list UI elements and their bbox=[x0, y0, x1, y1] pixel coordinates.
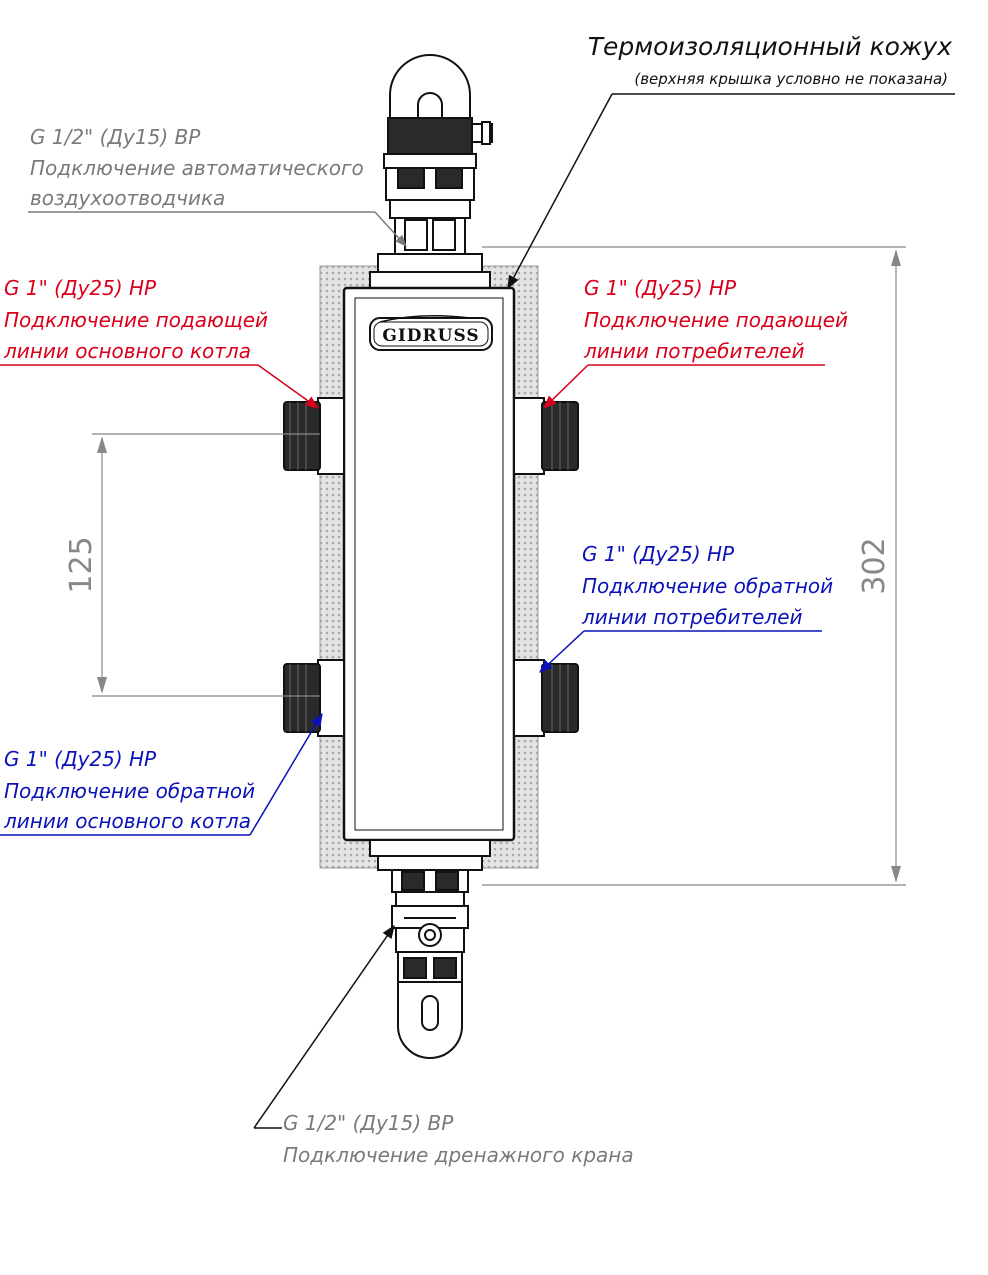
boiler-supply-thread: G 1" (Ду25) НР bbox=[4, 276, 157, 300]
logo-text: GIDRUSS bbox=[382, 326, 479, 346]
boiler-supply-line2: линии основного котла bbox=[3, 339, 251, 363]
dimension-302 bbox=[482, 246, 906, 886]
consumer-supply-thread: G 1" (Ду25) НР bbox=[584, 276, 737, 300]
consumer-supply-port bbox=[513, 397, 579, 475]
boiler-supply-callout bbox=[0, 364, 320, 409]
air-vent-line1: Подключение автоматического bbox=[30, 156, 364, 180]
air-vent-assembly bbox=[369, 54, 493, 289]
drain-line1: Подключение дренажного крана bbox=[283, 1143, 634, 1167]
air-vent-line2: воздухоотводчика bbox=[30, 186, 225, 210]
separator-body bbox=[342, 286, 516, 842]
boiler-return-line2: линии основного котла bbox=[3, 809, 251, 833]
insulation-cover-callout bbox=[507, 93, 955, 290]
air-vent-callout bbox=[28, 211, 407, 247]
dimension-125-label: 125 bbox=[64, 536, 99, 593]
dimension-302-label: 302 bbox=[857, 537, 892, 594]
drain-callout bbox=[253, 924, 395, 1129]
consumer-supply-line2: линии потребителей bbox=[583, 339, 805, 363]
consumer-return-line2: линии потребителей bbox=[581, 605, 803, 629]
drain-valve-assembly bbox=[369, 839, 491, 1059]
air-vent-thread: G 1/2" (Ду15) ВР bbox=[30, 125, 201, 149]
insulation-cover-note: (верхняя крышка условно не показана) bbox=[634, 70, 948, 88]
gidruss-logo: GIDRUSS bbox=[369, 315, 493, 351]
consumer-return-callout bbox=[539, 630, 822, 673]
boiler-return-callout bbox=[0, 712, 323, 836]
consumer-return-port bbox=[513, 659, 579, 737]
boiler-return-line1: Подключение обратной bbox=[4, 779, 255, 803]
consumer-supply-callout bbox=[543, 364, 825, 409]
boiler-return-thread: G 1" (Ду25) НР bbox=[4, 747, 157, 771]
dimension-125 bbox=[92, 433, 320, 697]
consumer-return-line1: Подключение обратной bbox=[582, 574, 833, 598]
boiler-supply-port bbox=[283, 397, 345, 475]
boiler-supply-line1: Подключение подающей bbox=[4, 308, 268, 332]
consumer-return-thread: G 1" (Ду25) НР bbox=[582, 542, 735, 566]
drain-thread: G 1/2" (Ду15) ВР bbox=[283, 1111, 454, 1135]
consumer-supply-line1: Подключение подающей bbox=[584, 308, 848, 332]
boiler-return-port bbox=[283, 659, 345, 737]
insulation-cover-title: Термоизоляционный кожух bbox=[588, 32, 952, 61]
